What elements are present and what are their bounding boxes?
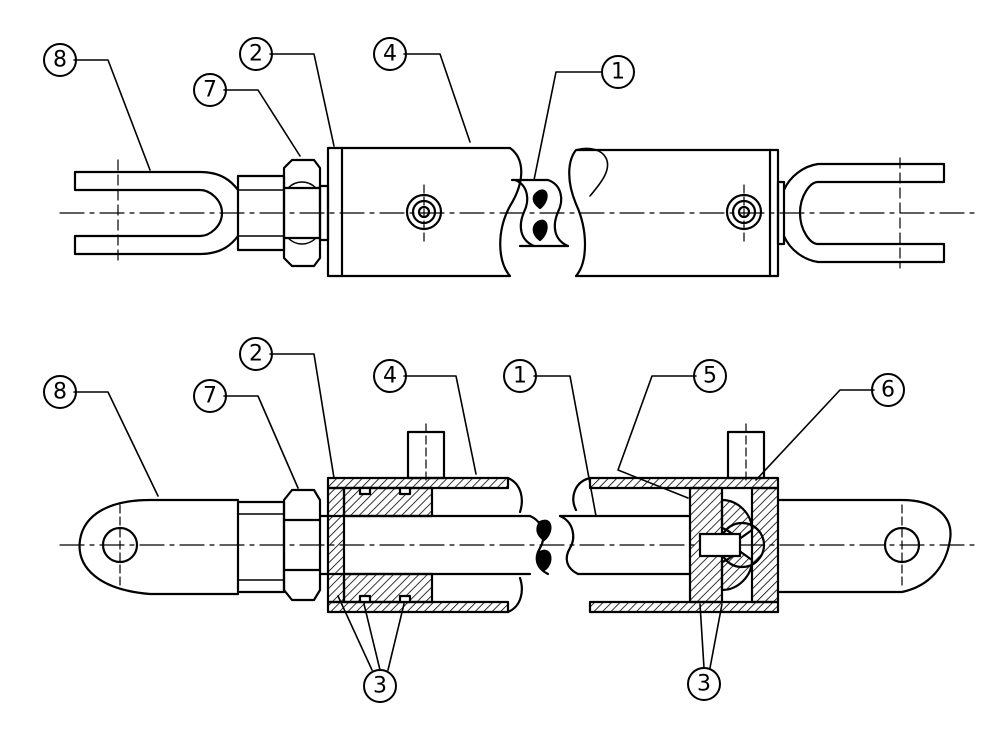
label-top-7: 7	[203, 78, 217, 103]
left-nut-section	[282, 488, 322, 602]
section-view	[59, 423, 976, 614]
right-clevis	[782, 157, 946, 269]
left-body	[326, 146, 523, 278]
right-cylinder-section	[572, 423, 780, 614]
label-sec-4: 4	[383, 364, 397, 389]
label-sec-8: 8	[53, 380, 67, 405]
label-sec-3-right: 3	[697, 672, 711, 697]
right-rod-end	[776, 498, 952, 594]
rod-section	[318, 514, 692, 576]
label-sec-2: 2	[249, 342, 263, 367]
right-body	[568, 147, 780, 278]
left-shank-section	[236, 500, 286, 594]
right-washer	[776, 180, 786, 246]
label-sec-5: 5	[703, 364, 717, 389]
left-cylinder-section	[326, 423, 523, 614]
top-view	[59, 146, 976, 278]
label-top-4: 4	[383, 42, 397, 67]
balloons	[43, 37, 905, 703]
left-nut	[282, 158, 322, 268]
label-top-1: 1	[611, 60, 625, 85]
left-clevis	[73, 159, 240, 266]
label-sec-6: 6	[881, 378, 895, 403]
leader-lines	[73, 53, 875, 671]
label-top-2: 2	[249, 42, 263, 67]
tube-break	[510, 178, 570, 248]
left-rod-end	[78, 498, 240, 596]
label-sec-3-left: 3	[373, 674, 387, 699]
label-sec-1: 1	[513, 364, 527, 389]
label-sec-7: 7	[203, 384, 217, 409]
label-top-8: 8	[53, 48, 67, 73]
